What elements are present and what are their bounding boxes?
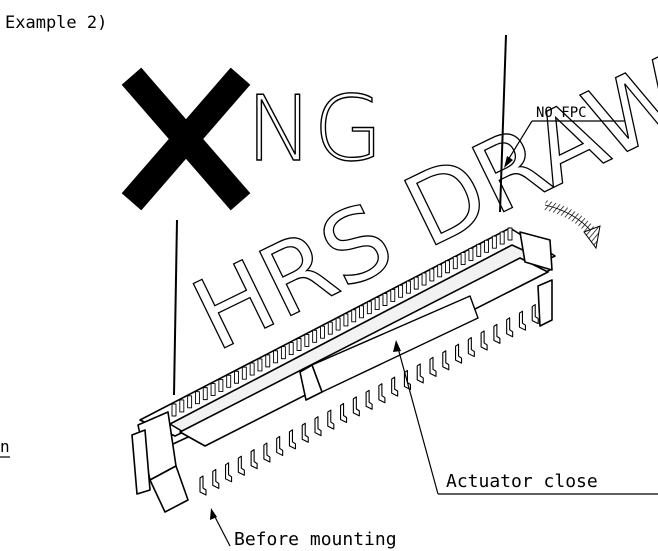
- contact-tooth: [398, 284, 404, 298]
- contact-tooth: [265, 354, 271, 368]
- contact-tooth: [273, 350, 279, 364]
- contact-tooth: [468, 248, 474, 261]
- ng-verdict-text: NG: [246, 77, 383, 182]
- contact-tooth: [218, 378, 224, 392]
- terminal-leg: [276, 435, 284, 456]
- cross-mark-icon: [121, 67, 251, 211]
- contact-tooth: [296, 338, 302, 351]
- contact-tooth: [405, 280, 411, 294]
- contact-tooth: [210, 383, 216, 396]
- terminals-front: [199, 297, 552, 496]
- contact-tooth: [351, 309, 357, 323]
- terminal-leg: [467, 337, 475, 358]
- terminal-leg: [531, 304, 539, 325]
- terminal-leg: [429, 356, 437, 377]
- terminal-leg: [506, 317, 514, 338]
- leader-arrowhead: [504, 156, 513, 168]
- terminal-leg: [391, 376, 399, 397]
- callout-actuator-leader: [397, 347, 439, 495]
- terminal-leg: [416, 363, 424, 384]
- terminal-leg: [480, 330, 488, 351]
- terminal-leg: [378, 383, 386, 404]
- terminal-leg: [288, 429, 296, 450]
- contact-tooth: [257, 358, 263, 372]
- contact-tooth: [288, 342, 294, 356]
- terminal-leg: [199, 475, 207, 496]
- contact-comb: [171, 227, 513, 417]
- contact-tooth: [226, 374, 232, 388]
- terminal-leg: [327, 409, 335, 430]
- terminal-leg: [352, 396, 360, 417]
- contact-tooth: [304, 333, 310, 347]
- contact-tooth: [179, 399, 185, 413]
- contact-tooth: [429, 268, 435, 282]
- callout-actuator-close: Actuator close: [446, 471, 598, 492]
- contact-tooth: [343, 313, 349, 327]
- terminal-leg: [455, 343, 463, 364]
- contact-tooth: [335, 317, 341, 331]
- terminal-leg: [314, 416, 322, 437]
- terminal-leg: [250, 449, 258, 470]
- callout-no-fpc-leader: [507, 120, 533, 161]
- contact-tooth: [187, 395, 193, 409]
- callout-no-fpc: NO FPC: [536, 105, 587, 121]
- terminal-leg: [301, 422, 309, 443]
- callout-before-mounting: Before mounting: [234, 529, 397, 550]
- contact-tooth: [249, 362, 255, 376]
- terminal-leg: [225, 462, 233, 483]
- terminal-leg: [237, 455, 245, 476]
- contact-tooth: [312, 329, 318, 343]
- contact-tooth: [171, 403, 177, 417]
- leader-arrowhead: [210, 508, 217, 520]
- contact-tooth: [421, 272, 427, 286]
- contact-tooth: [374, 297, 380, 311]
- contact-tooth: [413, 276, 419, 290]
- terminal-leg: [442, 350, 450, 371]
- terminal-leg: [365, 389, 373, 410]
- contact-tooth: [280, 346, 286, 360]
- contact-tooth: [452, 256, 458, 270]
- terminal-leg: [263, 442, 271, 463]
- contact-tooth: [491, 235, 497, 249]
- connector-body: [131, 227, 556, 513]
- contact-tooth: [390, 288, 396, 302]
- contact-tooth: [234, 370, 239, 384]
- terminal-leg: [518, 310, 526, 331]
- contact-tooth: [499, 231, 505, 245]
- terminal-leg: [340, 402, 348, 424]
- terminal-leg: [212, 468, 220, 489]
- contact-tooth: [320, 325, 325, 339]
- contact-tooth: [202, 387, 208, 401]
- contact-tooth: [484, 239, 490, 253]
- contact-tooth: [194, 391, 200, 405]
- contact-tooth: [359, 305, 364, 319]
- contact-tooth: [507, 227, 513, 241]
- contact-tooth: [460, 252, 466, 266]
- contact-tooth: [366, 301, 372, 315]
- example-label: Example 2): [5, 13, 107, 33]
- callout-mounting-leader: [213, 514, 231, 547]
- edge-text-fragment: n: [0, 437, 10, 456]
- leader-arrowhead: [393, 340, 401, 352]
- contact-tooth: [445, 260, 450, 274]
- contact-tooth: [327, 321, 333, 335]
- contact-tooth: [241, 366, 247, 380]
- guide-line-left: [173, 219, 178, 396]
- contact-tooth: [437, 264, 443, 278]
- guide-line-right: [499, 34, 507, 213]
- terminal-leg: [493, 323, 501, 344]
- rotation-arrow-icon: [543, 200, 601, 250]
- contact-tooth: [476, 243, 482, 257]
- contact-tooth: [382, 293, 388, 306]
